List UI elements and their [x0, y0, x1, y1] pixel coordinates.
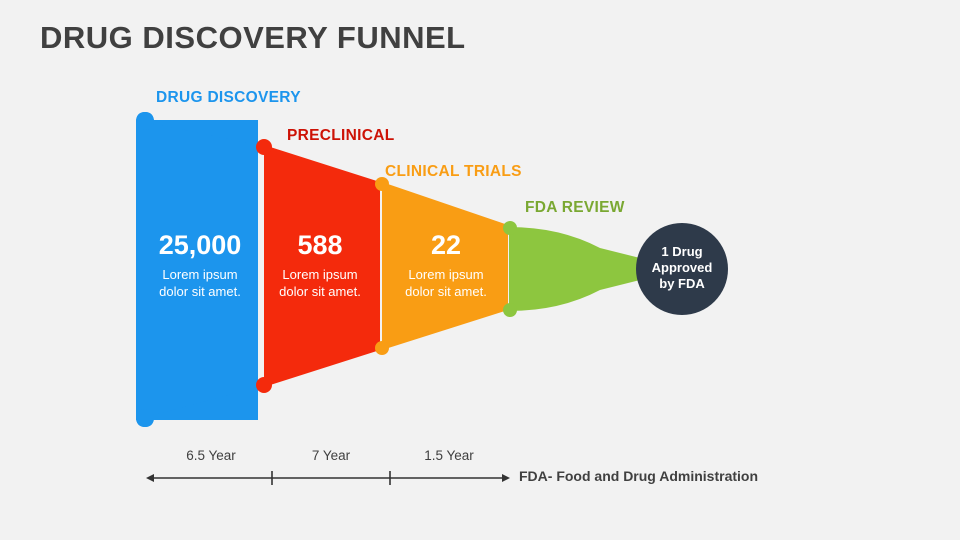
stage-desc-preclinical: Lorem ipsum dolor sit amet. — [258, 266, 382, 300]
discovery-cap-bottom — [136, 409, 154, 427]
fda-cap-top — [503, 221, 517, 235]
footnote-fda: FDA- Food and Drug Administration — [519, 468, 759, 484]
discovery-cap-top — [136, 112, 154, 130]
duration-preclinical: 7 Year — [311, 448, 351, 463]
clinical-cap-bottom — [375, 341, 389, 355]
result-circle-text: 1 Drug Approved by FDA — [632, 244, 732, 292]
duration-clinical: 1.5 Year — [424, 448, 474, 463]
arrow-right-head — [502, 474, 510, 482]
stage-label-discovery: DRUG DISCOVERY — [156, 89, 301, 106]
stage-value-preclinical: 588 — [297, 230, 343, 260]
stage-desc-preclinical-line2: dolor sit amet. — [279, 284, 361, 299]
stage-desc-discovery-line1: Lorem ipsum — [162, 267, 238, 282]
stage-label-fda-review: FDA REVIEW — [525, 199, 625, 216]
duration-discovery: 6.5 Year — [186, 448, 236, 463]
funnel-segment-preclinical — [264, 145, 380, 387]
preclinical-cap-bottom — [256, 377, 272, 393]
stage-label-clinical: CLINICAL TRIALS — [385, 163, 522, 180]
stage-label-preclinical: PRECLINICAL — [287, 127, 395, 144]
funnel-segment-discovery-taper — [136, 120, 258, 420]
result-circle-line2: Approved — [651, 260, 713, 275]
stage-desc-preclinical-line1: Lorem ipsum — [282, 267, 358, 282]
stage-desc-discovery-line2: dolor sit amet. — [159, 284, 241, 299]
stage-desc-clinical-line2: dolor sit amet. — [405, 284, 487, 299]
stage-desc-discovery: Lorem ipsum dolor sit amet. — [136, 266, 264, 300]
page-title: DRUG DISCOVERY FUNNEL — [40, 20, 466, 55]
stage-value-discovery: 25,000 — [158, 230, 242, 260]
arrow-left-head — [146, 474, 154, 482]
clinical-cap-top — [375, 177, 389, 191]
funnel-segment-fda-review — [509, 227, 648, 311]
fda-cap-bottom — [503, 303, 517, 317]
result-circle — [636, 223, 728, 315]
preclinical-cap-top — [256, 139, 272, 155]
result-circle-line3: by FDA — [659, 276, 705, 291]
stage-value-clinical: 22 — [430, 230, 462, 260]
stage-desc-clinical-line1: Lorem ipsum — [408, 267, 484, 282]
stage-desc-clinical: Lorem ipsum dolor sit amet. — [384, 266, 508, 300]
funnel-segment-clinical — [382, 182, 508, 350]
result-circle-line1: 1 Drug — [661, 244, 703, 259]
